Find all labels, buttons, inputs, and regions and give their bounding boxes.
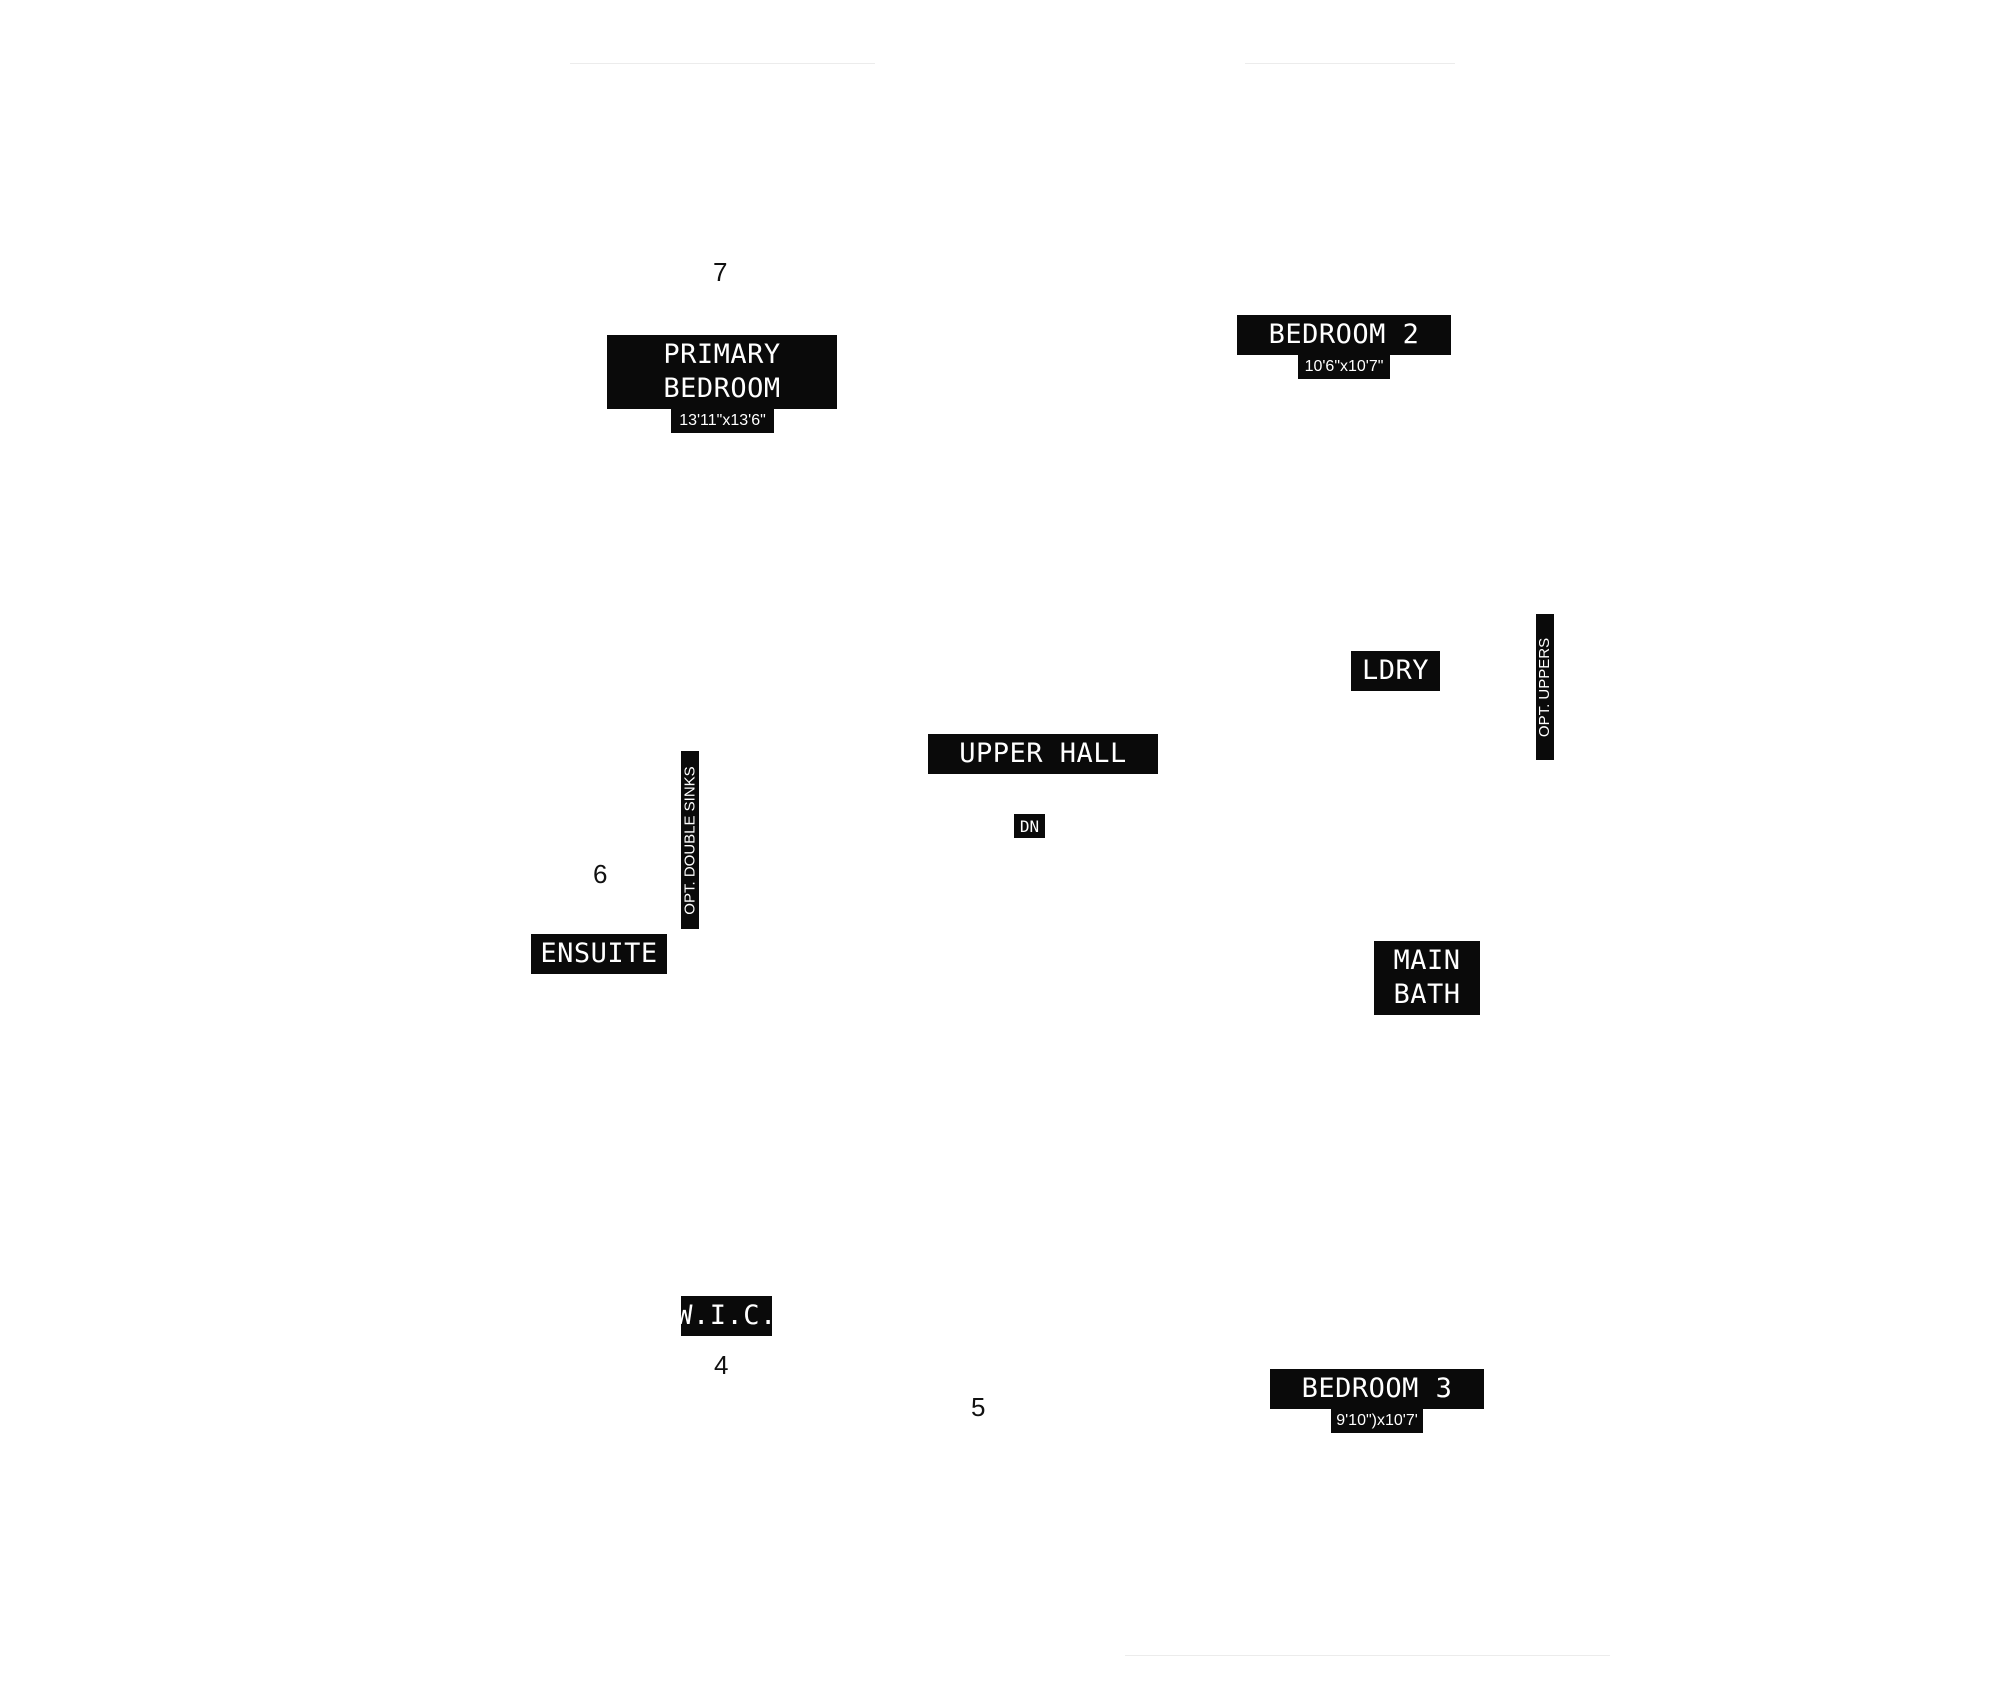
bedroom-2-label: BEDROOM 2 bbox=[1237, 315, 1451, 355]
wall-line-top-left bbox=[570, 63, 875, 64]
primary-bedroom-label: PRIMARY BEDROOM bbox=[607, 335, 837, 409]
marker-6: 6 bbox=[593, 859, 608, 889]
wall-line-top-right bbox=[1245, 63, 1455, 64]
bedroom-2-dimensions: 10'6"x10'7" bbox=[1298, 355, 1390, 379]
primary-bedroom-dimensions: 13'11"x13'6" bbox=[671, 409, 774, 433]
marker-7: 7 bbox=[713, 257, 728, 287]
upper-hall-label: UPPER HALL bbox=[928, 734, 1158, 774]
walk-in-closet-label: W.I.C. bbox=[676, 1296, 776, 1336]
stair-down-label: DN bbox=[1014, 814, 1045, 838]
wall-line-bottom-right bbox=[1125, 1655, 1610, 1656]
opt-double-sinks-text: OPT. DOUBLE SINKS bbox=[681, 765, 699, 915]
bedroom-3-dimensions: 9'10")x10'7' bbox=[1331, 1409, 1423, 1433]
marker-4: 4 bbox=[714, 1350, 729, 1380]
opt-uppers-text: OPT. UPPERS bbox=[1536, 637, 1554, 737]
ensuite-label: ENSUITE bbox=[531, 934, 667, 974]
main-bath-label: MAIN BATH bbox=[1374, 941, 1480, 1015]
bedroom-3-label: BEDROOM 3 bbox=[1270, 1369, 1484, 1409]
laundry-label: LDRY bbox=[1351, 651, 1440, 691]
opt-double-sinks-note: OPT. DOUBLE SINKS bbox=[681, 751, 699, 929]
marker-5: 5 bbox=[971, 1392, 986, 1422]
opt-uppers-note: OPT. UPPERS bbox=[1536, 614, 1554, 760]
